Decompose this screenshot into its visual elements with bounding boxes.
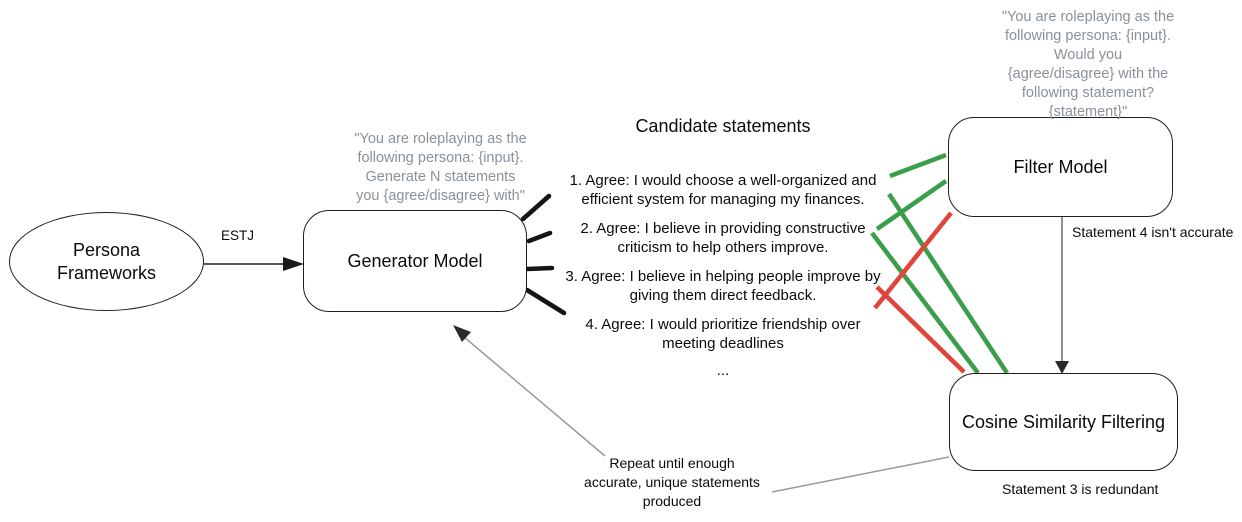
filter-model-label: Filter Model xyxy=(1013,156,1108,177)
repeat-loop-note: Repeat until enough accurate, unique sta… xyxy=(584,455,760,509)
generator-prompt-text: "You are roleplaying as the following pe… xyxy=(354,131,527,204)
generator-model-label: Generator Model xyxy=(347,250,483,271)
cosine-rejection-note: Statement 3 is redundant xyxy=(1002,481,1159,497)
cosine-to-repeat-note-line xyxy=(771,456,950,493)
estj-edge-label: ESTJ xyxy=(221,228,255,243)
edge-statement2-to-filter-green xyxy=(875,179,948,231)
filter-rejection-note: Statement 4 isn't accurate xyxy=(1072,224,1234,240)
statement-4: 4. Agree: I would prioritize friendship … xyxy=(585,316,861,352)
edge-statement1-to-cosine-green xyxy=(887,192,1009,375)
statement-3: 3. Agree: I believe in helping people im… xyxy=(565,268,881,304)
fan-stroke-statement-4 xyxy=(524,287,567,316)
edge-statement2-to-cosine-green xyxy=(870,231,980,375)
node-generator-model: Generator Model xyxy=(303,210,527,312)
cosine-similarity-filtering-label: Cosine Similarity Filtering xyxy=(961,411,1166,432)
persona-frameworks-label: Persona Frameworks xyxy=(56,240,156,283)
fan-stroke-statement-3 xyxy=(524,265,555,272)
statement-1: 1. Agree: I would choose a well-organize… xyxy=(569,172,877,208)
repeat-note-to-generator-line xyxy=(463,336,606,457)
candidate-statements-title: Candidate statements xyxy=(635,116,811,136)
candidate-statements-list: 1. Agree: I would choose a well-organize… xyxy=(545,171,901,380)
edge-statement3-to-cosine-red xyxy=(875,285,966,374)
node-cosine-similarity-filtering: Cosine Similarity Filtering xyxy=(949,373,1178,471)
filter-to-cosine-arrowhead xyxy=(1055,361,1069,374)
node-filter-model: Filter Model xyxy=(948,117,1173,217)
edge-filter-to-statement4-red xyxy=(873,211,953,310)
fan-stroke-statement-1 xyxy=(520,193,552,222)
statements-ellipsis: ... xyxy=(716,362,730,379)
edge-statement1-to-filter-green xyxy=(889,152,947,179)
node-persona-frameworks: Persona Frameworks xyxy=(9,212,204,311)
repeat-arrowhead xyxy=(453,325,471,342)
statement-2: 2. Agree: I believe in providing constru… xyxy=(580,220,866,256)
fan-stroke-statement-2 xyxy=(526,230,553,244)
estj-arrowhead xyxy=(283,257,304,271)
filter-prompt-text: "You are roleplaying as the following pe… xyxy=(1001,9,1175,120)
